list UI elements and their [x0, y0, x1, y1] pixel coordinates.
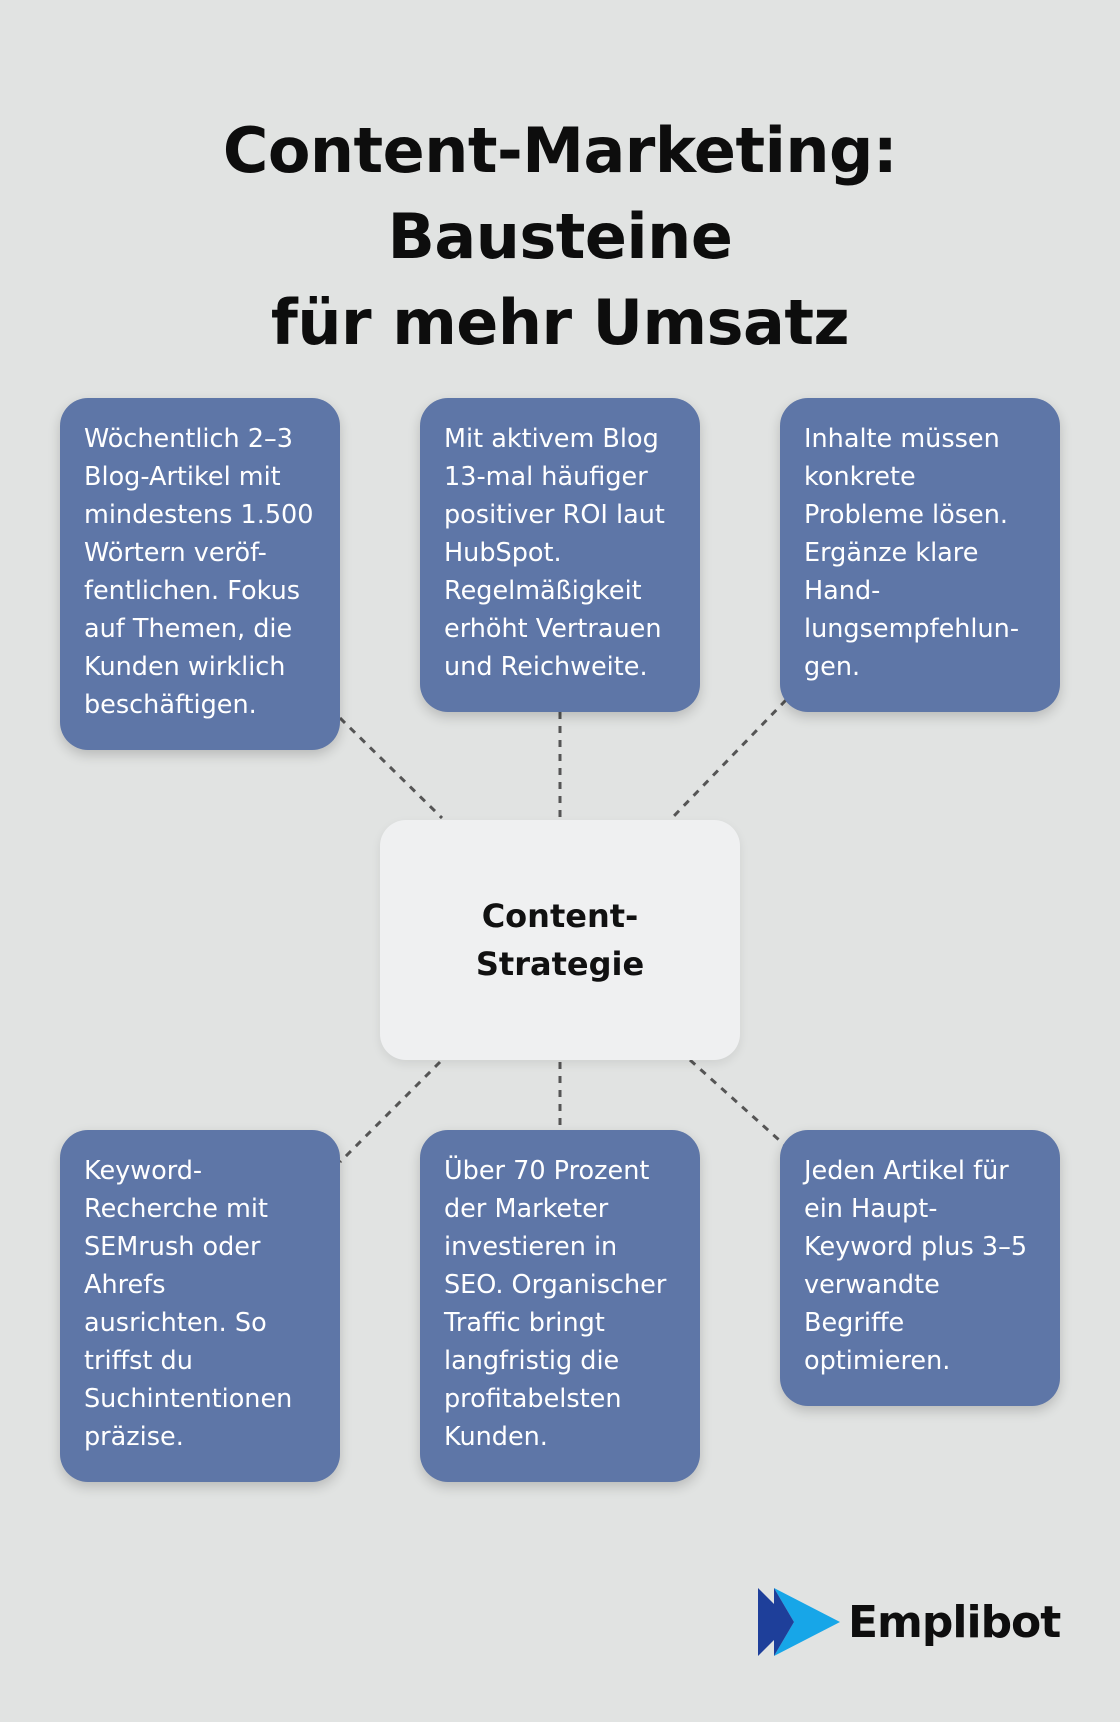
card-text: Keyword- Recherche mit SEMrush oder Ahre…	[84, 1156, 293, 1452]
play-arrow-logo-icon	[758, 1588, 840, 1656]
connector-line	[338, 1060, 442, 1164]
brand-logo: Emplibot	[756, 1586, 1061, 1658]
card-text: Wöchentlich 2–3 Blog-Artikel mit mindest…	[84, 424, 314, 720]
card-keyword-research: Keyword- Recherche mit SEMrush oder Ahre…	[60, 1130, 340, 1482]
card-weekly-articles: Wöchentlich 2–3 Blog-Artikel mit mindest…	[60, 398, 340, 750]
connector-line	[688, 1058, 790, 1150]
card-text: Über 70 Prozent der Marketer investieren…	[444, 1156, 667, 1452]
card-seo-investment: Über 70 Prozent der Marketer investieren…	[420, 1130, 700, 1482]
connector-line	[670, 698, 788, 820]
connector-line	[338, 716, 444, 820]
page-title: Content-Marketing: Bausteine für mehr Um…	[222, 114, 898, 359]
brand-name: Emplibot	[848, 1596, 1061, 1648]
center-node-content-strategy: Content- Strategie	[380, 820, 740, 1060]
card-keyword-optimization: Jeden Artikel für ein Haupt- Keyword plu…	[780, 1130, 1060, 1406]
card-text: Inhalte müssen konkrete Probleme lösen. …	[804, 424, 1020, 682]
card-blog-roi: Mit aktivem Blog 13-mal häufiger positiv…	[420, 398, 700, 712]
card-text: Mit aktivem Blog 13-mal häufiger positiv…	[444, 424, 665, 682]
card-solve-problems: Inhalte müssen konkrete Probleme lösen. …	[780, 398, 1060, 712]
card-text: Jeden Artikel für ein Haupt- Keyword plu…	[804, 1156, 1028, 1376]
